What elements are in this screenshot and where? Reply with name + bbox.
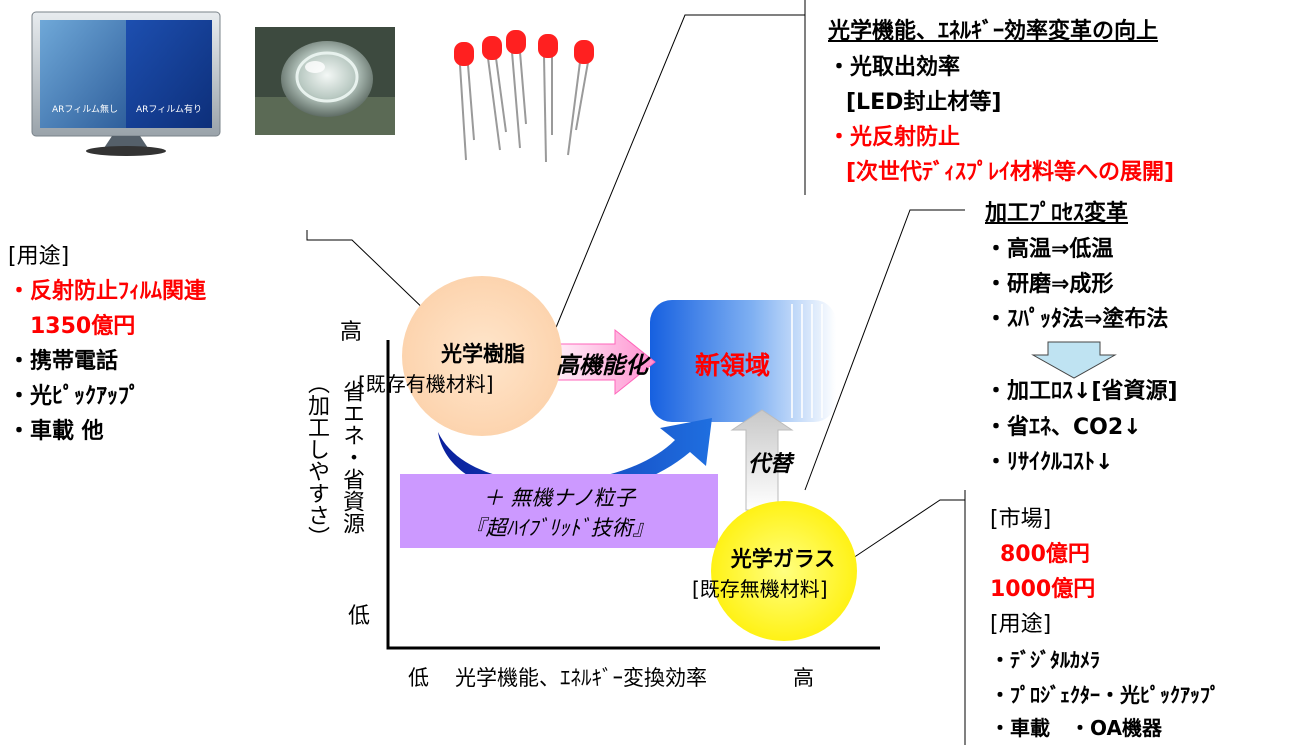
- left-usage-heading: [用途]: [8, 244, 70, 269]
- y-axis-label-main: 省エネ・省資源: [339, 380, 364, 534]
- monitor-icon: ARフィルム無し ARフィルム有り: [30, 8, 230, 158]
- market-value-1: 800億円: [1000, 542, 1090, 567]
- x-axis-low: 低: [408, 666, 429, 690]
- process-item-1: ・高温⇒低温: [985, 237, 1114, 262]
- top-right-item-2: [LED封止材等]: [846, 90, 1002, 115]
- market-usage-item-3: ・車載 ・OA機器: [990, 716, 1162, 740]
- left-usage-item-2: 1350億円: [30, 314, 136, 339]
- connector-glass-to-process: [804, 209, 965, 491]
- top-right-heading: 光学機能、ｴﾈﾙｷﾞｰ効率変革の向上: [828, 19, 1159, 44]
- process-item-3: ・ｽﾊﾟｯﾀ法⇒塗布法: [985, 307, 1169, 332]
- glass-label-line2: [既存無機材料]: [692, 577, 828, 601]
- market-value-2: 1000億円: [990, 577, 1096, 602]
- process-result-1: ・加工ﾛｽ↓[省資源]: [985, 379, 1178, 404]
- resin-circle: [402, 276, 562, 436]
- substitute-arrow-shape: [730, 409, 794, 511]
- process-result-2: ・省ｴﾈ、CO2↓: [985, 415, 1142, 440]
- glass-label-line1: 光学ガラス: [730, 547, 836, 571]
- market-usage-item-1: ・ﾃﾞｼﾞﾀﾙｶﾒﾗ: [990, 648, 1100, 672]
- resin-label-line2: [既存有機材料]: [358, 372, 494, 396]
- top-right-item-4: [次世代ﾃﾞｨｽﾌﾟﾚｲ材料等への展開]: [846, 160, 1175, 185]
- led-icon: [440, 20, 610, 165]
- market-usage-heading: [用途]: [990, 612, 1052, 637]
- nano-label-line2: 『超ﾊｲﾌﾞﾘｯﾄﾞ技術』: [464, 516, 654, 540]
- top-right-item-3: ・光反射防止: [828, 125, 961, 150]
- connector-resin-to-top: [554, 14, 805, 331]
- y-axis-label-sub: （加工しやすさ）: [304, 372, 329, 548]
- x-axis-label: 光学機能、ｴﾈﾙｷﾞｰ変換効率: [455, 666, 707, 690]
- new-area-label: 新領域: [695, 351, 771, 380]
- monitor-left-label: ARフィルム無し: [52, 105, 119, 115]
- left-usage-item-1: ・反射防止ﾌｨﾙﾑ関連: [8, 279, 207, 304]
- connector-glass-to-market: [849, 499, 965, 561]
- process-down-arrow: [1031, 341, 1117, 379]
- left-usage-item-4: ・光ﾋﾟｯｸｱｯﾌﾟ: [8, 384, 141, 409]
- monitor-right-label: ARフィルム有り: [136, 105, 203, 115]
- lens-icon: [255, 27, 395, 135]
- market-usage-item-2: ・ﾌﾟﾛｼﾞｪｸﾀｰ・光ﾋﾟｯｸｱｯﾌﾟ: [990, 683, 1220, 707]
- x-axis-high: 高: [793, 666, 814, 690]
- connector-resin-to-usage: [306, 230, 431, 316]
- top-right-item-1: ・光取出効率: [828, 55, 961, 80]
- market-heading: [市場]: [990, 507, 1052, 532]
- nano-box-shape: [400, 474, 718, 548]
- resin-label-line1: 光学樹脂: [441, 342, 525, 366]
- new-area-shape: [650, 300, 836, 422]
- substitute-label: 代替: [748, 452, 793, 477]
- left-usage-item-5: ・車載 他: [8, 419, 104, 444]
- process-result-3: ・ﾘｻｲｸﾙｺｽﾄ↓: [985, 450, 1114, 475]
- glass-circle: [711, 501, 857, 641]
- left-usage-item-3: ・携帯電話: [8, 349, 119, 374]
- nano-label-line1: ＋ 無機ナノ粒子: [482, 486, 636, 510]
- process-item-2: ・研磨⇒成形: [985, 272, 1114, 297]
- y-axis-low: 低: [348, 604, 371, 629]
- axis-lines: [386, 340, 880, 650]
- process-heading: 加工ﾌﾟﾛｾｽ変革: [985, 201, 1129, 226]
- y-axis-high: 高: [340, 320, 363, 345]
- enhance-label: 高機能化: [556, 353, 648, 379]
